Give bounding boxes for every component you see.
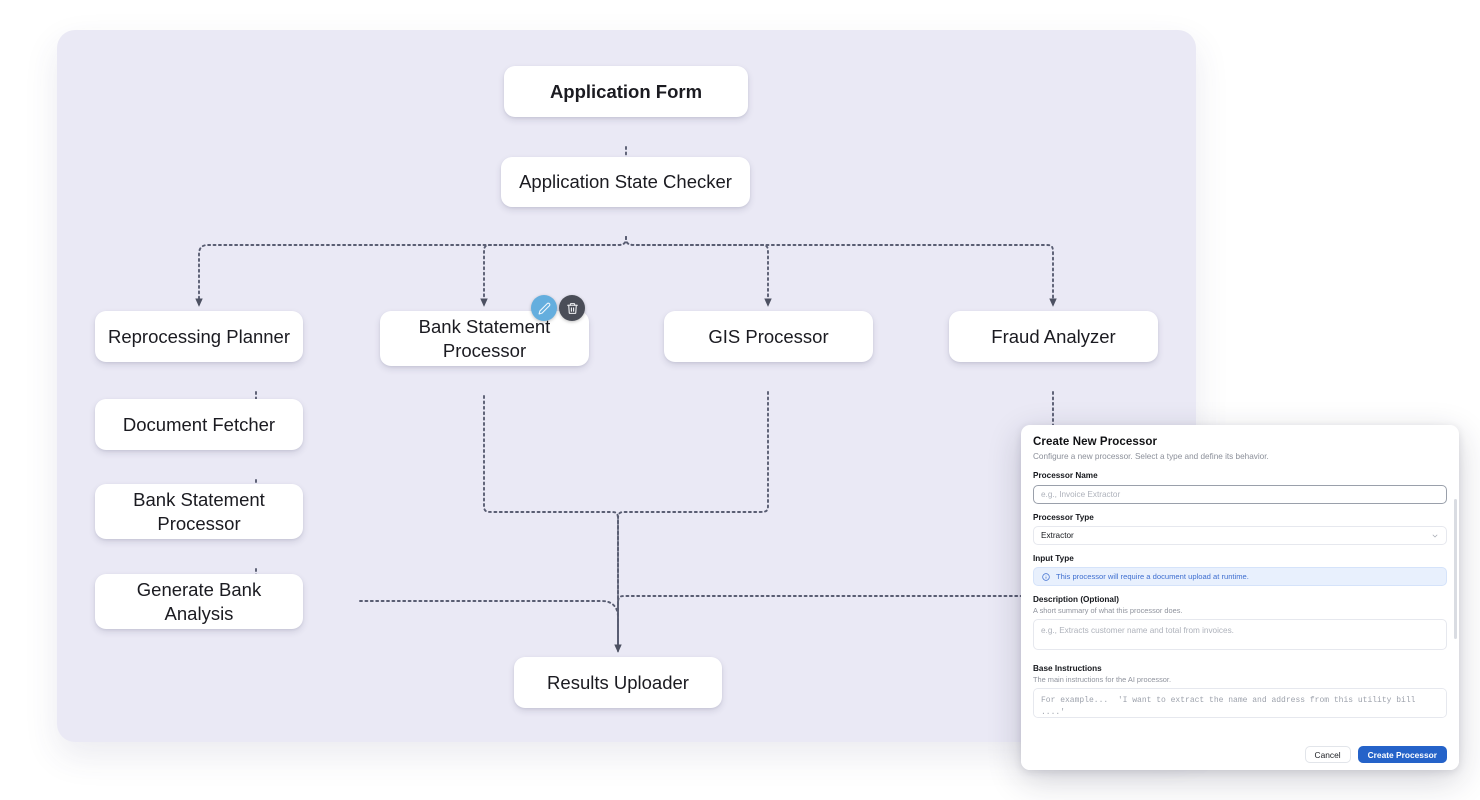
flow-node-fraud-analyzer[interactable]: Fraud Analyzer <box>949 311 1158 362</box>
field-processor-name: Processor Name <box>1033 471 1447 504</box>
dialog-header: Create New Processor Configure a new pro… <box>1021 425 1459 463</box>
base-instructions-textarea[interactable] <box>1033 688 1447 718</box>
processor-type-label: Processor Type <box>1033 513 1094 522</box>
pencil-icon <box>538 302 550 314</box>
flow-node-application-state-checker[interactable]: Application State Checker <box>501 157 750 207</box>
flow-node-label: Reprocessing Planner <box>107 325 291 347</box>
field-base-instructions: Base Instructions The main instructions … <box>1033 664 1447 723</box>
field-description: Description (Optional) A short summary o… <box>1033 595 1447 655</box>
cancel-button[interactable]: Cancel <box>1304 746 1351 763</box>
delete-node-button[interactable] <box>559 295 585 321</box>
base-instructions-help: The main instructions for the AI process… <box>1033 675 1172 684</box>
processor-type-value: Extractor <box>1041 531 1074 540</box>
flow-node-label: Document Fetcher <box>122 413 276 435</box>
flow-node-label: Results Uploader <box>547 671 689 693</box>
flow-node-label: Generate Bank Analysis <box>136 578 262 624</box>
processor-name-label: Processor Name <box>1033 471 1098 480</box>
info-circle-icon <box>1042 572 1050 581</box>
flow-node-label: Bank Statement Processor <box>418 315 551 361</box>
create-processor-button[interactable]: Create Processor <box>1357 746 1447 763</box>
base-instructions-label: Base Instructions <box>1033 664 1102 673</box>
processor-name-input[interactable] <box>1033 485 1447 504</box>
dialog-scrollbar[interactable] <box>1453 499 1457 639</box>
input-type-info-box: This processor will require a document u… <box>1033 567 1447 586</box>
input-type-label: Input Type <box>1033 554 1074 563</box>
field-processor-type: Processor Type Extractor <box>1033 513 1447 545</box>
flow-node-gis-processor[interactable]: GIS Processor <box>664 311 873 362</box>
flow-node-label: GIS Processor <box>708 325 829 347</box>
flow-node-bank-statement-processor-1[interactable]: Bank Statement Processor <box>380 311 589 366</box>
description-textarea[interactable] <box>1033 619 1447 650</box>
flow-node-document-fetcher[interactable]: Document Fetcher <box>95 399 303 450</box>
flow-node-bank-statement-processor-2[interactable]: Bank Statement Processor <box>95 484 303 539</box>
description-label: Description (Optional) <box>1033 595 1119 604</box>
chevron-down-icon <box>1432 534 1438 537</box>
flow-node-label: Bank Statement Processor <box>133 488 265 534</box>
description-help: A short summary of what this processor d… <box>1033 606 1183 615</box>
input-type-info-text: This processor will require a document u… <box>1056 572 1249 581</box>
field-input-type: Input Type This processor will require a… <box>1033 554 1447 586</box>
trash-icon <box>566 302 578 314</box>
flow-node-application-form[interactable]: Application Form <box>504 66 748 117</box>
create-processor-dialog[interactable]: Create New Processor Configure a new pro… <box>1021 425 1459 770</box>
flow-node-reprocessing-planner[interactable]: Reprocessing Planner <box>95 311 303 362</box>
flow-node-results-uploader[interactable]: Results Uploader <box>514 657 722 708</box>
flow-node-label: Fraud Analyzer <box>991 325 1116 347</box>
dialog-body: Processor Name Processor Type Extractor … <box>1021 463 1459 739</box>
edit-node-button[interactable] <box>531 295 557 321</box>
dialog-footer: Cancel Create Processor <box>1021 739 1459 770</box>
dialog-title: Create New Processor <box>1033 436 1158 448</box>
node-action-buttons[interactable] <box>531 295 585 321</box>
flow-node-label: Application Form <box>549 80 703 102</box>
flow-node-label: Application State Checker <box>519 171 732 193</box>
dialog-subtitle: Configure a new processor. Select a type… <box>1033 452 1269 461</box>
processor-type-select[interactable]: Extractor <box>1033 526 1447 545</box>
flow-node-generate-bank-analysis[interactable]: Generate Bank Analysis <box>95 574 303 629</box>
dialog-scrollbar-thumb[interactable] <box>1454 499 1457 639</box>
